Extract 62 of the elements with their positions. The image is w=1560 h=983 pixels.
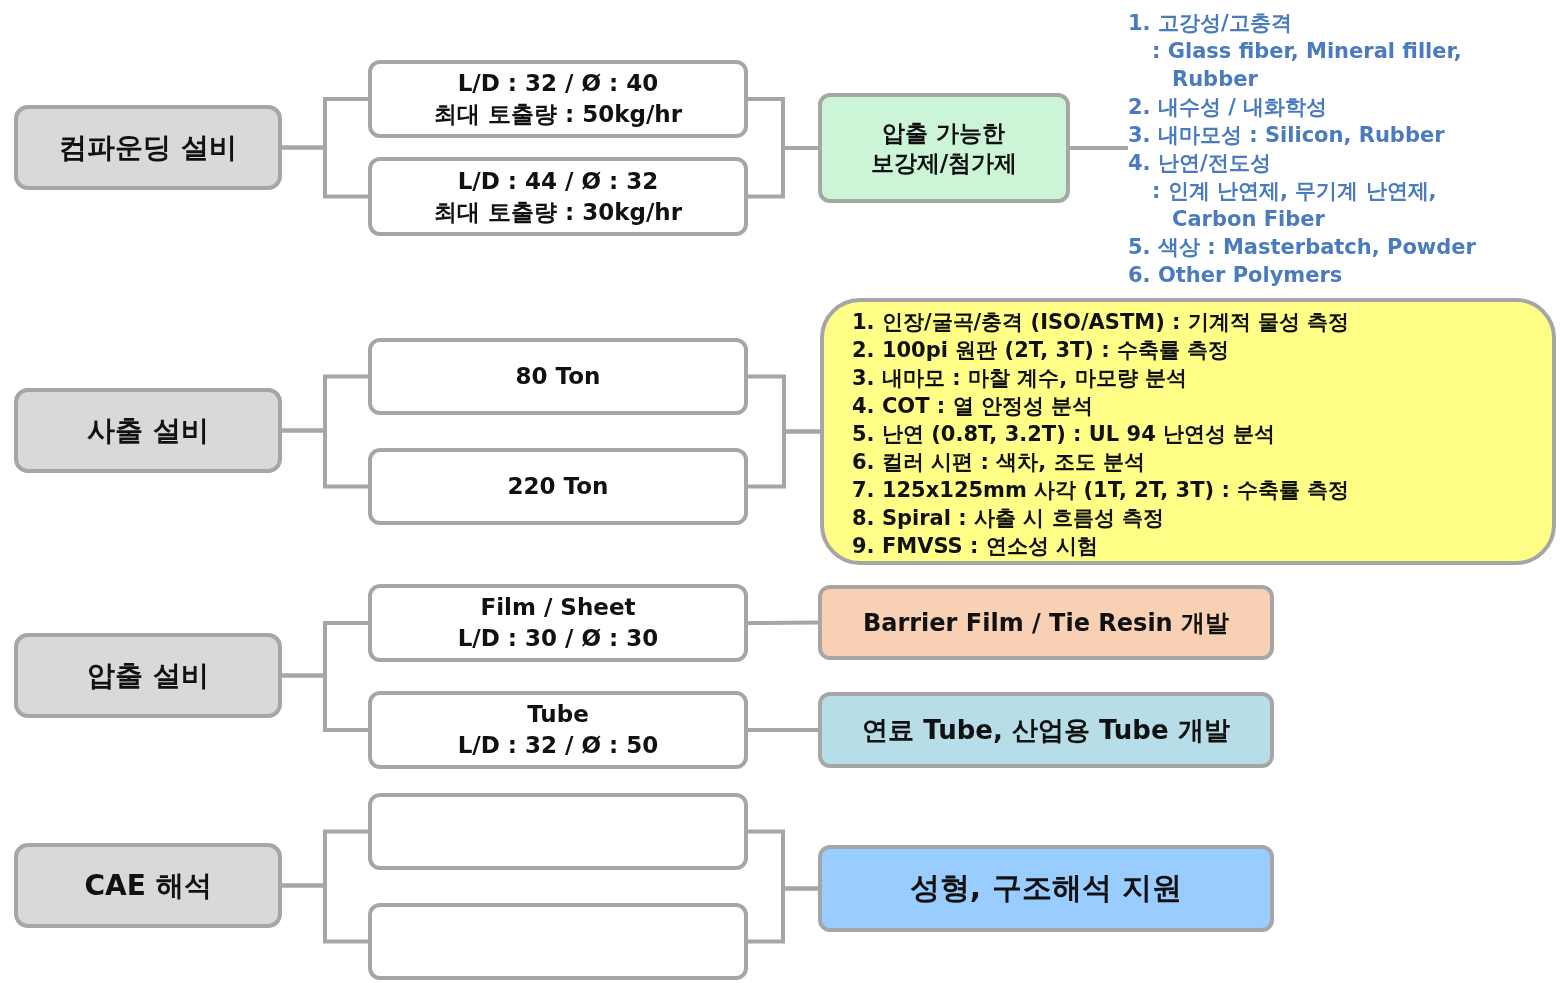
result-box bbox=[818, 692, 1274, 768]
box-label: 사출 설비 bbox=[87, 412, 209, 449]
label-box bbox=[14, 105, 282, 190]
box-label: 압출 가능한 보강제/첨가제 bbox=[869, 119, 1019, 178]
box-label: 220 Ton bbox=[507, 472, 609, 501]
spec-box bbox=[368, 691, 748, 769]
connector-line bbox=[282, 428, 368, 489]
list-item: 8. Spiral : 사출 시 흐름성 측정 bbox=[852, 504, 1164, 532]
result-box bbox=[818, 585, 1274, 660]
list-item: 3. 내마모성 : Silicon, Rubber bbox=[1128, 122, 1445, 149]
connector-line bbox=[282, 145, 368, 199]
box-label: 압출 설비 bbox=[87, 657, 209, 694]
connector-line bbox=[748, 886, 818, 944]
box-label: L/D : 30 / Ø : 30 bbox=[457, 624, 659, 653]
box-label: CAE 해석 bbox=[84, 867, 212, 904]
box-label: 컴파운딩 설비 bbox=[59, 129, 237, 166]
list-item: 7. 125x125mm 사각 (1T, 2T, 3T) : 수축률 측정 bbox=[852, 476, 1350, 504]
spec-box bbox=[368, 338, 748, 415]
list-item: 2. 100pi 원판 (2T, 3T) : 수축률 측정 bbox=[852, 336, 1230, 364]
connector-line bbox=[748, 620, 818, 625]
list-item: 5. 난연 (0.8T, 3.2T) : UL 94 난연성 분석 bbox=[852, 420, 1276, 448]
box-label: 최대 토출량 : 30kg/hr bbox=[433, 197, 683, 227]
box-label: 성형, 구조해석 지원 bbox=[909, 869, 1183, 907]
box-label: L/D : 44 / Ø : 32 bbox=[457, 166, 659, 196]
label-box bbox=[14, 843, 282, 928]
box-label: 최대 토출량 : 50kg/hr bbox=[433, 100, 683, 129]
list-item: 5. 색상 : Masterbatch, Powder bbox=[1128, 234, 1476, 261]
result-box bbox=[818, 845, 1274, 932]
result-box bbox=[818, 93, 1070, 203]
label-box bbox=[14, 388, 282, 473]
list-item: 4. COT : 열 안정성 분석 bbox=[852, 392, 1094, 420]
box-label: Tube bbox=[527, 700, 589, 729]
list-item: 6. 컬러 시편 : 색차, 조도 분석 bbox=[852, 448, 1145, 476]
spec-box bbox=[368, 448, 748, 525]
box-label: Film / Sheet bbox=[480, 593, 636, 622]
list-item: 1. 고강성/고충격 bbox=[1128, 10, 1292, 37]
connector-line bbox=[748, 429, 820, 489]
list-item: : Glass fiber, Mineral filler, Rubber bbox=[1151, 38, 1463, 93]
list-item: 9. FMVSS : 연소성 시험 bbox=[852, 532, 1099, 560]
list-item: 3. 내마모 : 마찰 계수, 마모량 분석 bbox=[852, 364, 1187, 392]
empty-box bbox=[368, 903, 748, 980]
list-item: : 인계 난연제, 무기계 난연제, Carbon Fiber bbox=[1151, 178, 1438, 233]
box-label: L/D : 32 / Ø : 40 bbox=[457, 69, 659, 98]
list-item: 4. 난연/전도성 bbox=[1128, 150, 1271, 177]
empty-box bbox=[368, 793, 748, 870]
connector-line bbox=[748, 146, 818, 199]
note-box bbox=[820, 298, 1556, 565]
connector-line bbox=[282, 673, 368, 732]
connector-line bbox=[748, 728, 818, 732]
label-box bbox=[14, 633, 282, 718]
box-label: 80 Ton bbox=[515, 362, 601, 391]
box-label: 연료 Tube, 산업용 Tube 개발 bbox=[862, 713, 1230, 747]
box-label: Barrier Film / Tie Resin 개발 bbox=[862, 607, 1230, 639]
connector-line bbox=[282, 883, 368, 944]
list-item: 6. Other Polymers bbox=[1128, 262, 1343, 289]
list-item: 2. 내수성 / 내화학성 bbox=[1128, 94, 1328, 121]
spec-box bbox=[368, 584, 748, 662]
box-label: L/D : 32 / Ø : 50 bbox=[457, 731, 659, 760]
list-item: 1. 인장/굴곡/충격 (ISO/ASTM) : 기계적 물성 측정 bbox=[852, 308, 1350, 336]
spec-box bbox=[368, 157, 748, 236]
connector-line bbox=[1070, 146, 1128, 150]
spec-box bbox=[368, 60, 748, 138]
